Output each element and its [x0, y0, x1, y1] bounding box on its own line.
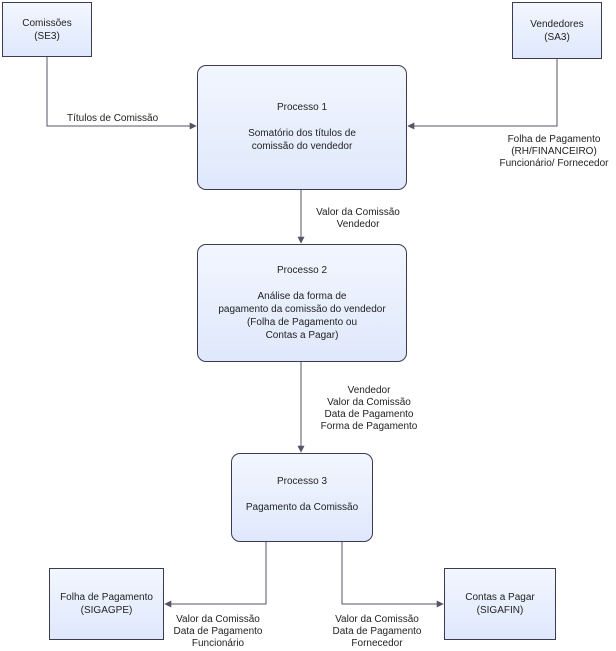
flow-label-line: Data de Pagamento — [324, 409, 414, 420]
connector-p3-to-contas — [341, 542, 444, 608]
flow-label-p3-to-contas: Valor da Comissão Data de Pagamento Forn… — [325, 614, 429, 650]
flow-label-line: Vendedor — [347, 385, 391, 396]
entity-comissoes-code: (SE3) — [34, 30, 60, 42]
flow-label-line: Valor da Comissão — [335, 614, 419, 625]
flow-label-line: Funcionário/ Fornecedor — [499, 158, 609, 169]
flow-label-line: Data de Pagamento — [173, 626, 263, 637]
connector-comissoes-to-p1 — [46, 55, 197, 130]
flow-label-line: Títulos de Comissão — [67, 113, 159, 124]
entity-folha-name: Folha de Pagamento — [60, 592, 153, 603]
flow-label-p1-to-p2: Valor da Comissão Vendedor — [308, 207, 408, 231]
entity-vendedores-code: (SA3) — [544, 31, 570, 43]
connector-p3-to-folha — [164, 542, 267, 608]
process-3-line: Pagamento da Comissão — [245, 502, 359, 513]
flow-label-p2-to-p3: Vendedor Valor da Comissão Data de Pagam… — [314, 385, 424, 433]
flow-label-line: Valor da Comissão — [316, 207, 400, 218]
entity-vendedores: Vendedores (SA3) — [512, 2, 602, 59]
process-3-title: Processo 3 — [276, 476, 328, 487]
entity-contas-code: (SIGAFIN) — [476, 605, 524, 616]
process-2-line: pagamento da comissão do vendedor — [218, 304, 386, 315]
process-2-line: Contas a Pagar) — [265, 330, 339, 341]
process-1-title: Processo 1 — [276, 102, 328, 113]
flow-label-line: Data de Pagamento — [332, 626, 422, 637]
flow-label-line: Fornecedor — [351, 638, 403, 649]
flow-label-line: Valor da Comissão — [176, 614, 260, 625]
process-2-line: Análise da forma de — [257, 291, 347, 302]
flow-label-comissoes-to-p1: Títulos de Comissão — [67, 113, 158, 125]
entity-folha-code: (SIGAGPE) — [80, 605, 133, 616]
flow-label-line: Folha de Pagamento — [507, 134, 601, 145]
entity-contas-a-pagar: Contas a Pagar (SIGAFIN) — [444, 568, 556, 640]
flow-label-p3-to-folha: Valor da Comissão Data de Pagamento Func… — [166, 614, 270, 650]
entity-comissoes: Comissões (SE3) — [2, 2, 92, 57]
flow-label-line: Vendedor — [336, 219, 380, 230]
flow-label-line: (RH/FINANCEIRO) — [511, 146, 597, 157]
process-2-title: Processo 2 — [276, 265, 328, 276]
flow-label-line: Forma de Pagamento — [320, 421, 418, 432]
process-1-line: Somatório dos títulos de — [248, 128, 356, 139]
entity-comissoes-name: Comissões — [22, 17, 72, 29]
flow-label-line: Valor da Comissão — [327, 397, 411, 408]
process-2: Processo 2 Análise da forma de pagamento… — [197, 244, 407, 362]
process-2-line: (Folha de Pagamento ou — [246, 317, 358, 328]
entity-contas-name: Contas a Pagar — [465, 592, 535, 603]
entity-folha-de-pagamento: Folha de Pagamento (SIGAGPE) — [49, 568, 164, 640]
entity-vendedores-name: Vendedores — [530, 18, 584, 30]
process-1-line: comissão do vendedor — [251, 141, 353, 152]
process-3: Processo 3 Pagamento da Comissão — [231, 453, 373, 542]
flow-label-line: Funcionário — [191, 638, 245, 649]
process-1: Processo 1 Somatório dos títulos de comi… — [197, 65, 407, 190]
connector-vendedores-to-p1 — [407, 59, 558, 130]
flow-label-vendedores-to-p1: Folha de Pagamento (RH/FINANCEIRO) Funci… — [492, 134, 616, 170]
